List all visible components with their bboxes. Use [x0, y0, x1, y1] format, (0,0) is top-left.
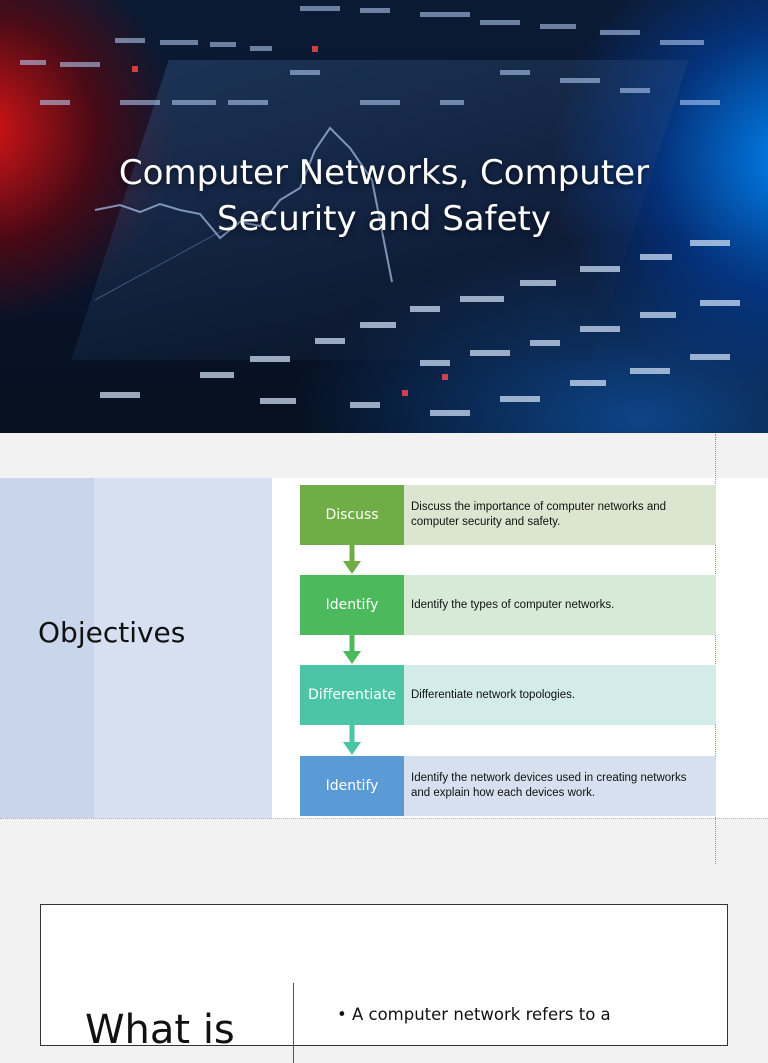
left-panel: [94, 478, 272, 818]
objective-row: Differentiate Differentiate network topo…: [300, 665, 716, 725]
objectives-heading: Objectives: [38, 616, 186, 649]
definition-slide: What is • A computer network refers to a: [40, 904, 728, 1063]
objective-label: Identify: [300, 756, 404, 816]
slide-title: Computer Networks, Computer Security and…: [118, 153, 650, 239]
down-arrow-icon: [343, 725, 361, 755]
background-data-graphic: [20, 6, 740, 416]
objective-description: Discuss the importance of computer netwo…: [404, 485, 716, 545]
title-slide: Computer Networks, Computer Security and…: [0, 0, 768, 433]
bullet-text: • A computer network refers to a: [337, 1005, 611, 1024]
down-arrow-icon: [343, 545, 361, 574]
objective-description: Identify the network devices used in cre…: [404, 756, 716, 816]
objective-label: Discuss: [300, 485, 404, 545]
objective-row: Identify Identify the network devices us…: [300, 756, 716, 816]
left-band: [0, 478, 94, 818]
slide-bottom-edge: [0, 818, 768, 819]
vertical-divider: [293, 983, 294, 1063]
down-arrow-icon: [343, 635, 361, 664]
objective-description: Identify the types of computer networks.: [404, 575, 716, 635]
slide-heading: What is: [85, 1007, 235, 1053]
objective-label: Identify: [300, 575, 404, 635]
objective-description: Differentiate network topologies.: [404, 665, 716, 725]
objective-row: Identify Identify the types of computer …: [300, 575, 716, 635]
objectives-slide: Objectives Discuss Discuss the importanc…: [0, 434, 768, 864]
slide-guide-line: [715, 434, 716, 864]
objective-label: Differentiate: [300, 665, 404, 725]
objective-row: Discuss Discuss the importance of comput…: [300, 485, 716, 545]
